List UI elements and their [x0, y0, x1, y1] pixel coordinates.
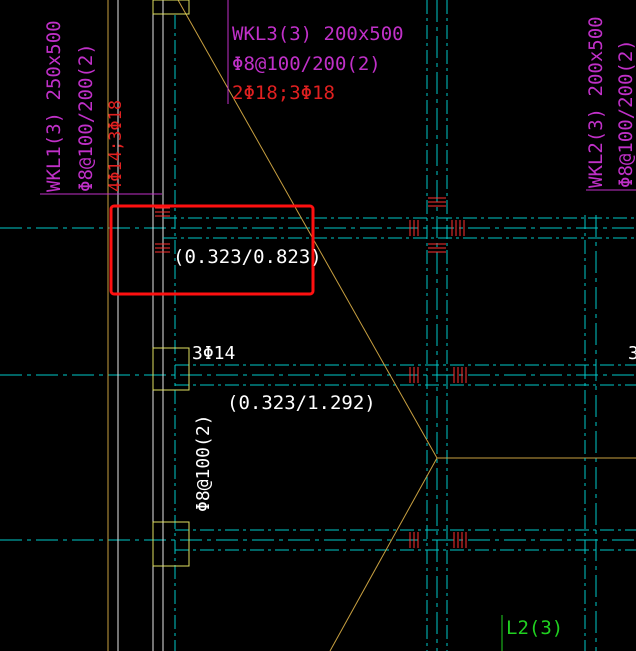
rebar-marks [155, 197, 467, 548]
column-top [152, 0, 190, 15]
wkl1-label-group: WKL1(3) 250x500 Φ8@100/200(2) 4Φ14;3Φ18 [43, 20, 126, 192]
edge-mark: 3 [628, 343, 636, 364]
stirrup-vertical-label: Φ8@100(2) [193, 414, 214, 512]
wkl2-name: WKL2(3) 200x500 [585, 16, 607, 188]
column-low [152, 521, 190, 567]
wkl3-name: WKL3(3) 200x500 [232, 23, 404, 45]
column-mid [152, 347, 190, 391]
wkl3-label-group: WKL3(3) 200x500 Φ8@100/200(2) 2Φ18;3Φ18 [232, 23, 404, 104]
diagonal-lower [329, 457, 438, 651]
diagonal-upper [177, 0, 438, 459]
diagonals [177, 0, 438, 651]
columns [152, 0, 190, 567]
wkl3-stirrup: Φ8@100/200(2) [232, 53, 381, 75]
l2-label: L2(3) [506, 617, 563, 639]
wkl1-stirrup: Φ8@100/200(2) [75, 43, 97, 192]
label-leaders [40, 0, 636, 651]
lower-value: (0.323/1.292) [227, 392, 376, 414]
highlighted-value: (0.323/0.823) [173, 246, 322, 268]
wkl2-stirrup: Φ8@100/200(2) [615, 39, 636, 188]
wkl1-rebar: 4Φ14;3Φ18 [106, 100, 126, 192]
highlight-box [109, 204, 315, 296]
wkl1-name: WKL1(3) 250x500 [43, 20, 65, 192]
wkl2-label-group: WKL2(3) 200x500 Φ8@100/200(2) [585, 16, 636, 188]
rebar-3phi14-label: 3Φ14 [192, 343, 235, 364]
wkl3-rebar: 2Φ18;3Φ18 [232, 82, 335, 104]
beam-outlines [107, 0, 636, 651]
